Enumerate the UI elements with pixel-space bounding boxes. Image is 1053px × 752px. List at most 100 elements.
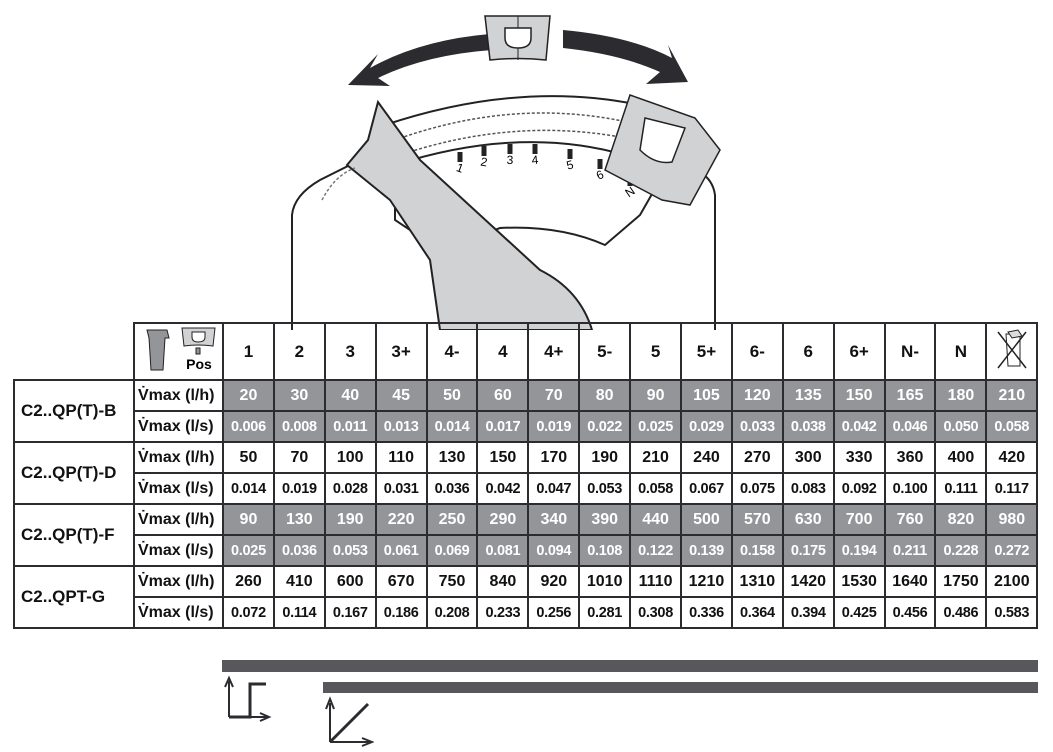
flow-value: 120 bbox=[730, 379, 784, 412]
flow-value: 60 bbox=[476, 379, 530, 412]
position-header: 6 bbox=[781, 322, 835, 381]
position-header: 3 bbox=[323, 322, 377, 381]
adjustment-tool bbox=[345, 99, 594, 330]
flow-value: 2100 bbox=[985, 565, 1039, 598]
flow-value: 0.186 bbox=[374, 596, 428, 629]
scale-tick bbox=[457, 152, 463, 162]
flow-value: 0.006 bbox=[222, 410, 275, 443]
flow-value: 170 bbox=[527, 441, 581, 474]
flow-value: 0.053 bbox=[578, 472, 632, 505]
flow-value: 30 bbox=[272, 379, 326, 412]
flow-value: 0.208 bbox=[425, 596, 479, 629]
flow-value: 250 bbox=[425, 503, 479, 536]
flow-value: 0.394 bbox=[781, 596, 835, 629]
position-header: 1 bbox=[222, 322, 275, 381]
flow-value: 0.013 bbox=[374, 410, 428, 443]
flow-value: 700 bbox=[832, 503, 886, 536]
flow-value: 20 bbox=[222, 379, 275, 412]
flow-value: 190 bbox=[578, 441, 632, 474]
arrow-left-icon bbox=[348, 34, 492, 86]
flow-value: 1010 bbox=[578, 565, 632, 598]
model-name: C2..QP(T)-D bbox=[13, 441, 135, 505]
position-header: 5 bbox=[629, 322, 683, 381]
flow-value: 1310 bbox=[730, 565, 784, 598]
flow-value: 45 bbox=[374, 379, 428, 412]
flow-value: 920 bbox=[527, 565, 581, 598]
flow-value: 130 bbox=[272, 503, 326, 536]
flow-value: 0.033 bbox=[730, 410, 784, 443]
flow-value: 0.108 bbox=[578, 534, 632, 567]
model-name: C2..QP(T)-B bbox=[13, 379, 135, 443]
flow-value: 0.042 bbox=[832, 410, 886, 443]
flow-value: 0.122 bbox=[629, 534, 683, 567]
flow-value: 330 bbox=[832, 441, 886, 474]
corner-cell bbox=[14, 323, 135, 381]
flow-value: 0.011 bbox=[323, 410, 377, 443]
flow-value: 100 bbox=[323, 441, 377, 474]
flow-value: 0.067 bbox=[680, 472, 733, 505]
unit-label: V̇max (l/h) bbox=[133, 565, 224, 598]
flow-value: 410 bbox=[272, 565, 326, 598]
dial-key-icon bbox=[604, 94, 721, 206]
flow-value: 0.083 bbox=[781, 472, 835, 505]
flow-value: 0.081 bbox=[476, 534, 530, 567]
scale-mark-label: 4 bbox=[531, 153, 539, 168]
unit-label: V̇max (l/s) bbox=[133, 410, 224, 443]
flow-value: 0.019 bbox=[527, 410, 581, 443]
flow-value: 90 bbox=[629, 379, 683, 412]
limiter-removed-header bbox=[985, 322, 1039, 381]
position-header: 4 bbox=[476, 322, 530, 381]
model-name: C2..QPT-G bbox=[13, 565, 135, 629]
flow-value: 0.031 bbox=[374, 472, 428, 505]
flow-value: 0.117 bbox=[985, 472, 1039, 505]
flow-value: 0.094 bbox=[527, 534, 581, 567]
arrow-right-icon bbox=[563, 30, 688, 84]
unit-label: V̇max (l/s) bbox=[133, 534, 224, 567]
scale-tick bbox=[481, 146, 487, 156]
flow-value: 0.050 bbox=[934, 410, 988, 443]
scale-ring-outer bbox=[384, 95, 641, 126]
limiter-removed-icon bbox=[997, 329, 1027, 369]
flow-value: 760 bbox=[883, 503, 937, 536]
flow-value: 135 bbox=[781, 379, 835, 412]
flow-value: 1210 bbox=[680, 565, 733, 598]
position-header: N bbox=[934, 322, 988, 381]
position-header: 5- bbox=[578, 322, 632, 381]
scale-mark-label: 2 bbox=[479, 155, 488, 170]
flow-value: 1750 bbox=[934, 565, 988, 598]
flow-value: 0.046 bbox=[883, 410, 937, 443]
scale-tick bbox=[507, 144, 513, 154]
flow-value: 300 bbox=[781, 441, 835, 474]
pos-label: Pos bbox=[186, 356, 212, 372]
flow-value: 0.308 bbox=[629, 596, 683, 629]
flow-value: 0.272 bbox=[985, 534, 1039, 567]
linear-range-bar bbox=[323, 682, 1038, 693]
flow-value: 260 bbox=[222, 565, 275, 598]
flow-value: 0.583 bbox=[985, 596, 1039, 629]
flow-value: 0.486 bbox=[934, 596, 988, 629]
flow-value: 0.069 bbox=[425, 534, 479, 567]
unit-label: V̇max (l/h) bbox=[133, 441, 224, 474]
flow-value: 110 bbox=[374, 441, 428, 474]
flow-value: 420 bbox=[985, 441, 1039, 474]
flow-value: 130 bbox=[425, 441, 479, 474]
scale-tick bbox=[532, 144, 538, 154]
flow-value: 500 bbox=[680, 503, 733, 536]
flow-value: 0.075 bbox=[730, 472, 784, 505]
flow-value: 0.061 bbox=[374, 534, 428, 567]
position-key-icon bbox=[484, 15, 551, 61]
flow-value: 0.038 bbox=[781, 410, 835, 443]
flow-value: 0.053 bbox=[323, 534, 377, 567]
teeth-outer bbox=[394, 112, 641, 141]
flow-value: 0.017 bbox=[476, 410, 530, 443]
flow-value: 340 bbox=[527, 503, 581, 536]
scale-tick bbox=[567, 149, 573, 159]
flow-value: 360 bbox=[883, 441, 937, 474]
flow-value: 0.100 bbox=[883, 472, 937, 505]
